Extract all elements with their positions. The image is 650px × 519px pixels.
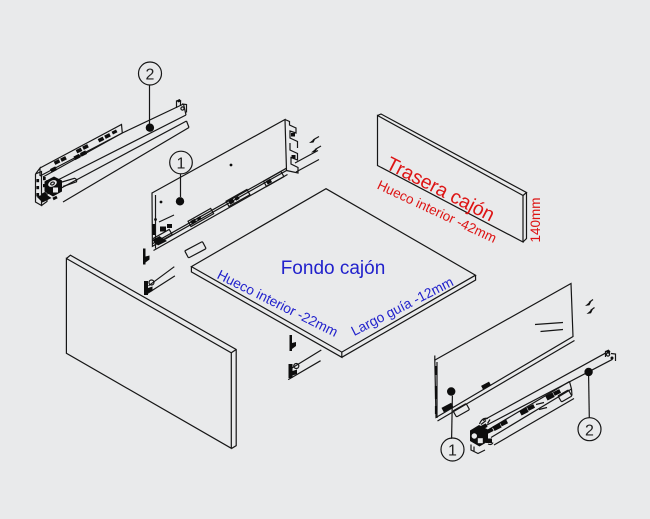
svg-text:2: 2 <box>146 66 155 83</box>
svg-text:140mm: 140mm <box>528 197 543 242</box>
svg-text:2: 2 <box>585 422 594 439</box>
svg-text:1: 1 <box>448 442 457 459</box>
svg-text:1: 1 <box>177 155 186 172</box>
svg-text:Fondo cajón: Fondo cajón <box>281 258 386 279</box>
